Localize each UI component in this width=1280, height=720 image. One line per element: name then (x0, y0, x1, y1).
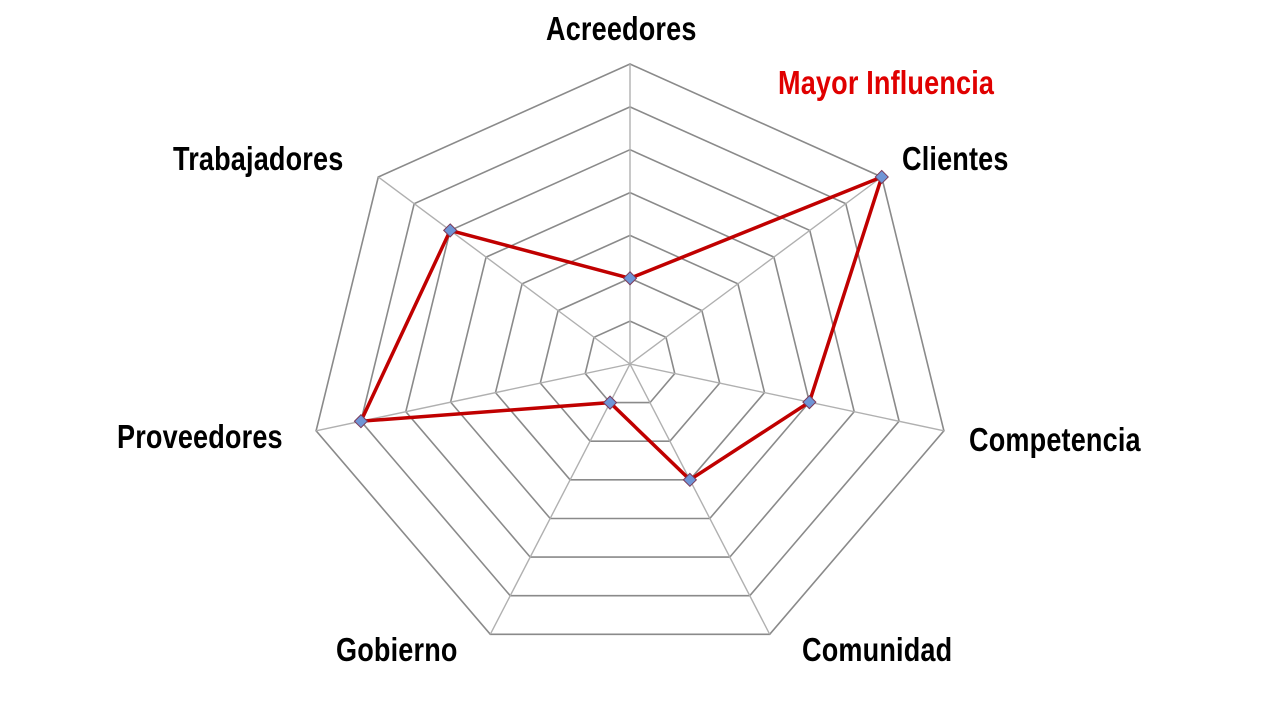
grid-spoke-gobierno (489, 363, 631, 635)
axis-label-competencia: Competencia (969, 421, 1141, 458)
grid-ring-5 (404, 148, 856, 558)
axis-label-proveedores: Proveedores (117, 418, 283, 455)
series-polygon (358, 173, 885, 483)
axis-label-trabajadores: Trabajadores (173, 140, 344, 177)
grid-spoke-competencia (629, 363, 945, 432)
data-point-clientes (874, 169, 889, 185)
data-point-comunidad (682, 472, 698, 488)
data-point-trabajadores (442, 223, 458, 238)
data-point-competencia (802, 394, 817, 410)
data-point-acreedores (622, 271, 638, 286)
grid-ring-4 (449, 191, 811, 520)
annotation-mayor-influencia: Mayor Influencia (778, 64, 995, 101)
grid-ring-7 (315, 63, 945, 636)
axis-label-clientes: Clientes (902, 140, 1009, 177)
grid-spoke-trabajadores (377, 176, 631, 365)
data-point-gobierno (602, 395, 618, 410)
radar-grid-rings (315, 63, 945, 636)
series-markers (353, 169, 889, 488)
radar-grid-spokes (315, 64, 945, 635)
grid-spoke-clientes (629, 176, 883, 365)
grid-ring-6 (360, 106, 900, 597)
axis-label-acreedores: Acreedores (546, 10, 697, 47)
axis-label-gobierno: Gobierno (336, 631, 458, 668)
grid-ring-3 (494, 234, 766, 481)
data-point-proveedores (353, 414, 369, 429)
grid-ring-1 (584, 320, 676, 404)
grid-spoke-comunidad (629, 363, 771, 635)
axis-label-comunidad: Comunidad (802, 631, 953, 668)
grid-ring-2 (539, 277, 721, 443)
